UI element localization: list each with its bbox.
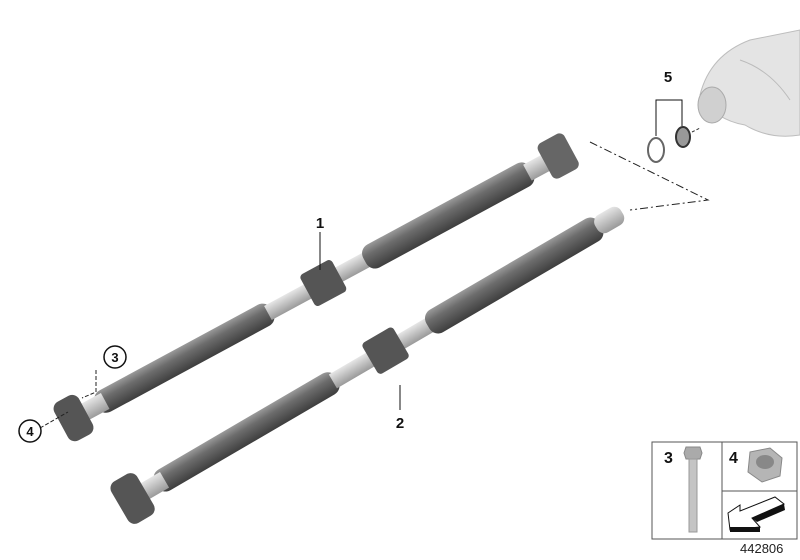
assembly-line — [589, 141, 710, 211]
legend-label-3: 3 — [664, 450, 673, 467]
legend-label-4: 4 — [729, 450, 738, 467]
callout-2: 2 — [396, 415, 404, 432]
hex-bolt-icon — [683, 446, 703, 533]
differential-housing — [697, 29, 800, 137]
leader-4 — [39, 411, 69, 429]
callout-4: 4 — [26, 424, 34, 439]
lock-nut-icon — [747, 447, 783, 483]
diagram-number: 442806 — [740, 541, 784, 556]
drive-shaft-2 — [110, 206, 625, 524]
flex-disc-1 — [53, 394, 94, 442]
callout-5: 5 — [664, 69, 672, 86]
bracket-5 — [655, 99, 683, 136]
legend-box: 3 4 — [651, 441, 798, 540]
callout-3: 3 — [111, 350, 118, 365]
center-bearing-1 — [300, 260, 347, 306]
leader-3 — [81, 370, 97, 399]
flex-disc-2 — [110, 473, 155, 524]
sealing-ring-part-5 — [647, 126, 701, 163]
callout-1: 1 — [316, 215, 324, 232]
arrow-symbol-icon — [727, 496, 785, 532]
center-bearing-2 — [362, 327, 409, 374]
drive-shaft-1 — [53, 133, 579, 442]
